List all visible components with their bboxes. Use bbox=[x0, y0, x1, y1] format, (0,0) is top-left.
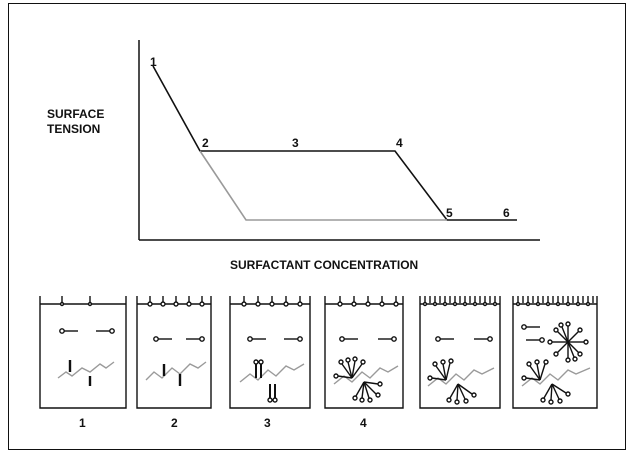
point-label-4: 4 bbox=[396, 136, 403, 150]
beaker-1 bbox=[39, 296, 127, 409]
beaker-6 bbox=[512, 296, 598, 409]
point-label-5: 5 bbox=[446, 206, 453, 220]
x-axis-label: SURFACTANT CONCENTRATION bbox=[230, 258, 418, 272]
curves bbox=[152, 65, 517, 221]
axes bbox=[138, 40, 540, 241]
beaker-panels bbox=[39, 296, 598, 409]
gray-curve bbox=[199, 150, 447, 221]
point-label-2: 2 bbox=[202, 136, 209, 150]
point-label-6: 6 bbox=[503, 206, 510, 220]
point-label-1: 1 bbox=[150, 55, 157, 69]
beaker-3 bbox=[229, 296, 311, 409]
beaker-4 bbox=[324, 296, 404, 409]
panel-label-2: 2 bbox=[171, 416, 178, 430]
panel-label-1: 1 bbox=[79, 416, 86, 430]
beaker-2 bbox=[136, 296, 212, 409]
micelle bbox=[547, 321, 589, 363]
black-curve bbox=[152, 65, 517, 221]
point-label-3: 3 bbox=[292, 136, 299, 150]
panel-label-4: 4 bbox=[360, 416, 367, 430]
y-axis-label-line2: TENSION bbox=[47, 122, 100, 136]
panel-label-3: 3 bbox=[264, 416, 271, 430]
y-axis-label-line1: SURFACE bbox=[47, 107, 104, 121]
beaker-5 bbox=[419, 296, 501, 409]
